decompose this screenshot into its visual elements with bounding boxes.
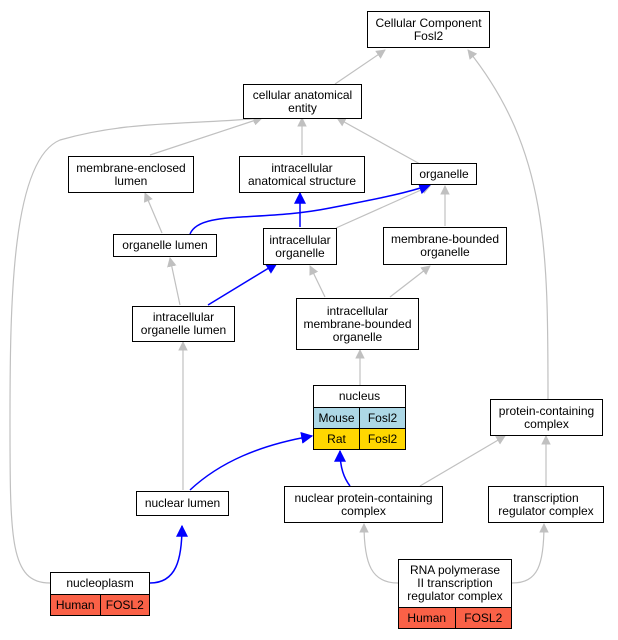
- node-membrane-enclosed-lumen[interactable]: membrane-enclosed lumen: [68, 156, 194, 193]
- node-intracellular-organelle-lumen[interactable]: intracellular organelle lumen: [132, 306, 235, 342]
- edge-ol-to-mel: [143, 192, 163, 234]
- edge-nucleoplasm-to-cae: [9, 114, 263, 584]
- node-transcription-regulator-complex[interactable]: transcription regulator complex: [488, 486, 604, 523]
- node-protein-containing-complex[interactable]: protein-containing complex: [490, 399, 603, 436]
- edge-organelle-to-cae: [336, 117, 421, 165]
- edge-imbo-to-mbo: [389, 265, 431, 298]
- gene-fosl2-mouse: Fosl2: [360, 407, 406, 429]
- node-intracellular-anatomical-structure[interactable]: intracellular anatomical structure: [239, 156, 365, 193]
- node-nucleoplasm[interactable]: nucleoplasm: [50, 572, 150, 595]
- rna-pol-human-row: Human FOSL2: [398, 607, 512, 629]
- node-cellular-component-fosl2[interactable]: Cellular Component Fosl2: [367, 11, 490, 48]
- species-human: Human: [50, 594, 101, 616]
- node-organelle[interactable]: organelle: [411, 163, 477, 185]
- nucleus-rat-row: Rat Fosl2: [313, 428, 406, 450]
- node-nuclear-lumen[interactable]: nuclear lumen: [136, 491, 229, 516]
- edge-nl-to-nucleus: [189, 431, 314, 491]
- node-membrane-bounded-organelle[interactable]: membrane-bounded organelle: [383, 227, 507, 265]
- node-intracellular-organelle[interactable]: intracellular organelle: [263, 228, 337, 265]
- species-mouse: Mouse: [313, 407, 360, 429]
- edge-imbo-to-io: [309, 265, 326, 298]
- edge-rnapol-to-trc: [511, 523, 549, 584]
- nucleus-mouse-row: Mouse Fosl2: [313, 407, 406, 429]
- gene-fosl2-human: FOSL2: [100, 594, 150, 616]
- node-nucleus[interactable]: nucleus: [313, 385, 406, 408]
- node-nuclear-protein-containing-complex[interactable]: nuclear protein-containing complex: [284, 486, 443, 523]
- gene-fosl2-human: FOSL2: [455, 607, 512, 629]
- edge-nucleoplasm-to-nl: [149, 524, 188, 584]
- edge-npcc-to-ptc: [419, 435, 506, 487]
- node-cellular-anatomical-entity[interactable]: cellular anatomical entity: [243, 84, 362, 119]
- edge-npcc-to-nucleus: [334, 449, 351, 487]
- edge-ol-to-organelle: [189, 182, 432, 235]
- edge-mel-to-cae: [149, 116, 263, 156]
- edge-ptc-to-root: [467, 49, 549, 401]
- gene-fosl2-rat: Fosl2: [360, 428, 406, 450]
- node-organelle-lumen[interactable]: organelle lumen: [113, 234, 217, 257]
- edge-iol-to-io: [207, 262, 279, 306]
- nucleoplasm-human-row: Human FOSL2: [50, 594, 150, 616]
- node-rna-polymerase-ii-transcription-regulator-complex[interactable]: RNA polymerase II transcription regulato…: [398, 559, 512, 608]
- species-rat: Rat: [313, 428, 360, 450]
- edge-io-to-organelle: [335, 185, 431, 229]
- edge-cae-to-root: [334, 49, 386, 85]
- edge-iol-to-ol: [167, 257, 181, 306]
- node-intracellular-membrane-bounded-organelle[interactable]: intracellular membrane-bounded organelle: [296, 298, 419, 350]
- edge-rnapol-to-npcc: [359, 523, 399, 584]
- species-human: Human: [398, 607, 456, 629]
